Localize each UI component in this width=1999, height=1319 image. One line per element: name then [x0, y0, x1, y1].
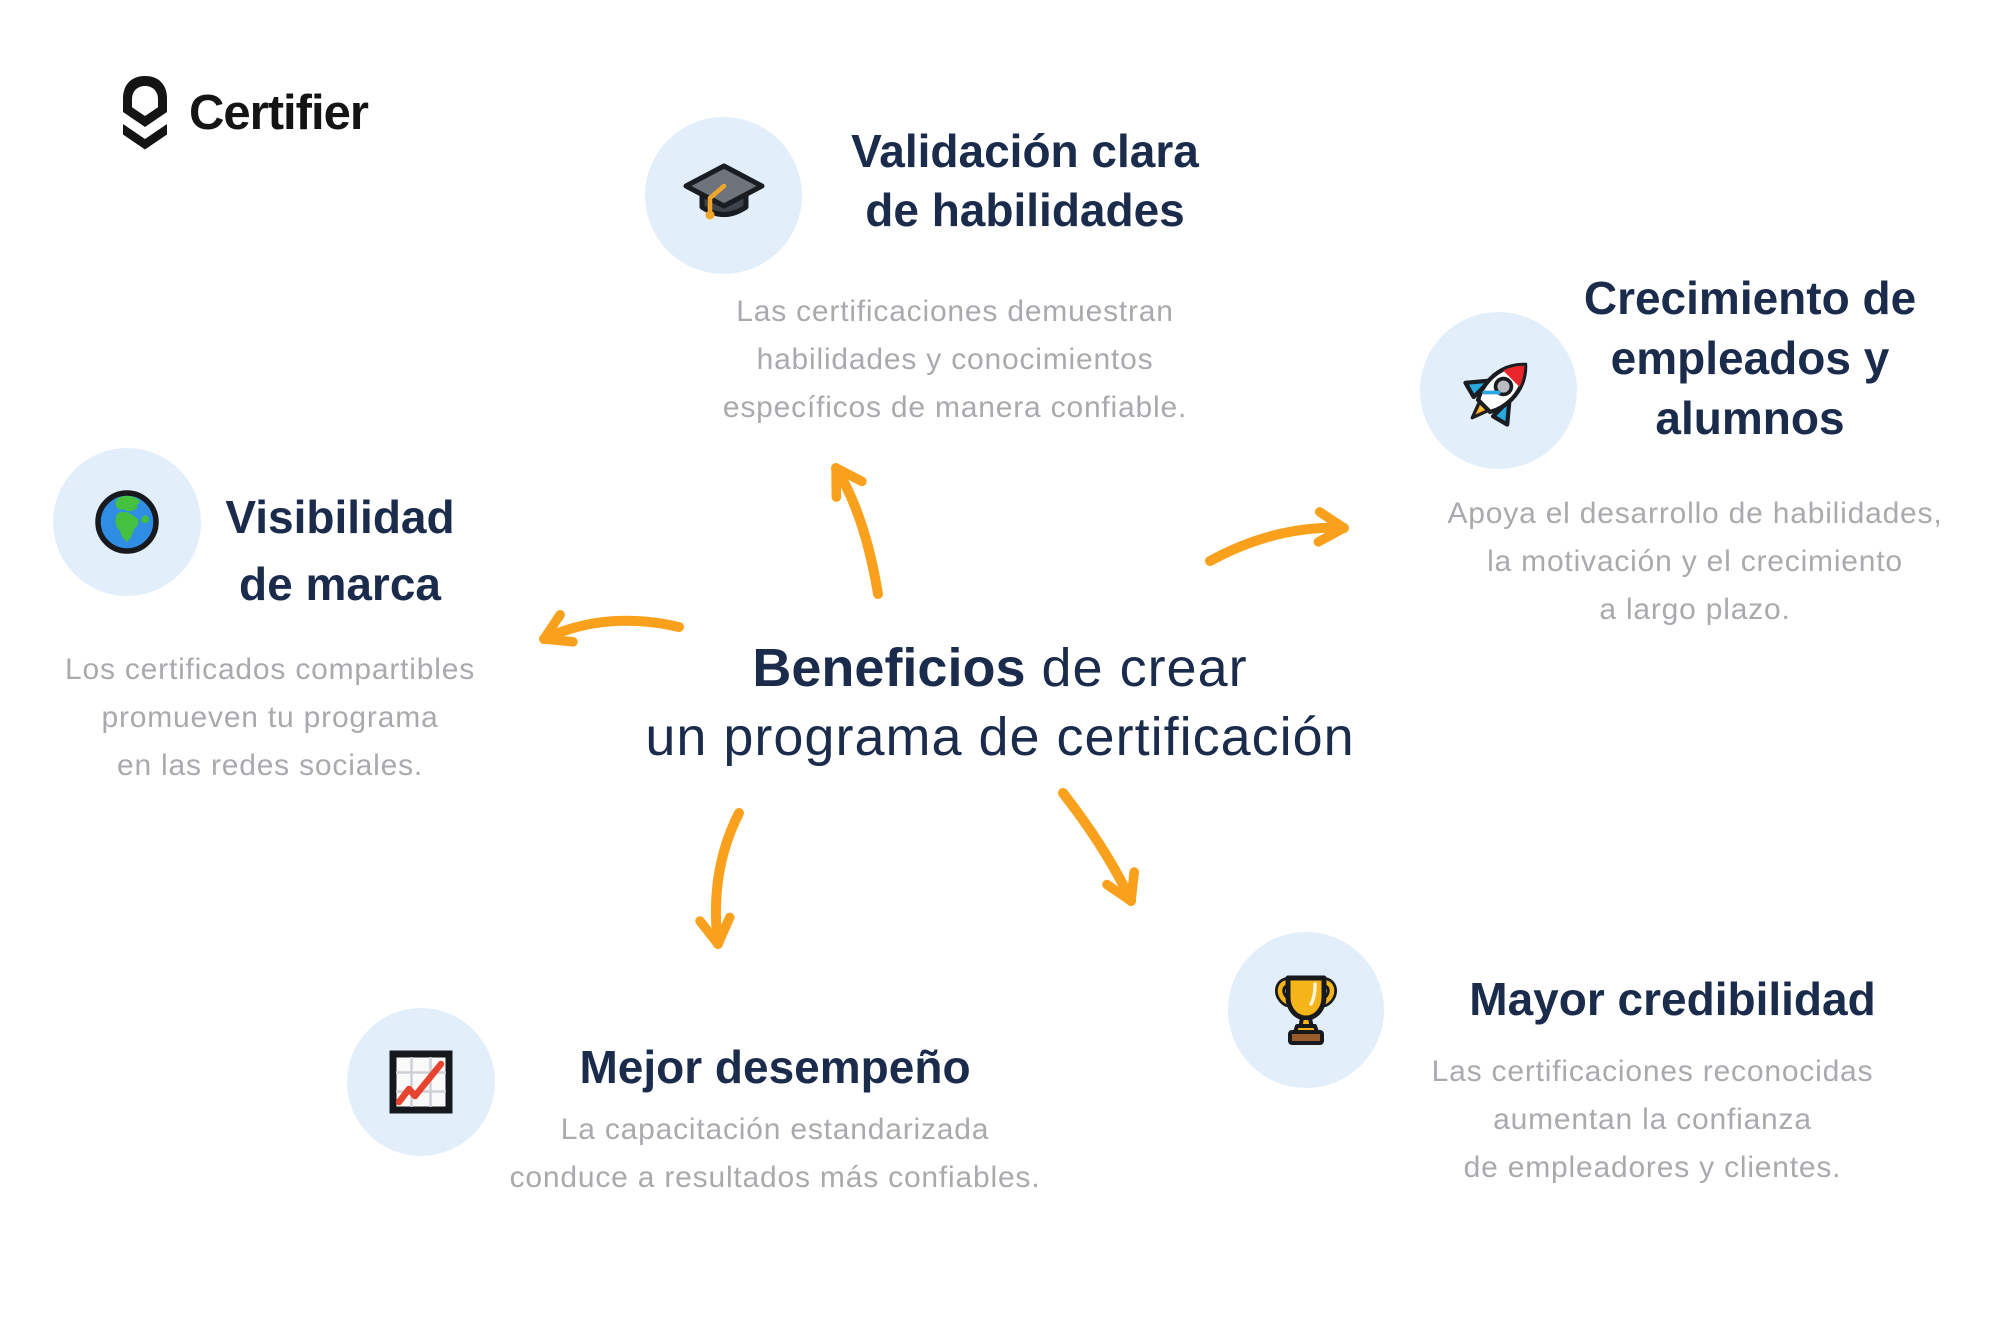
node-title-validacion: Validación clara de habilidades — [851, 125, 1199, 236]
node-desc-desempeno: La capacitación estandarizada conduce a … — [509, 1113, 1041, 1194]
icon-circle-desempeno — [347, 1008, 495, 1156]
certifier-logo: Certifier — [114, 74, 369, 152]
arrow-to-credibilidad — [1058, 788, 1139, 906]
node-desc-visibilidad: Los certificados compartibles promueven … — [64, 653, 476, 782]
central-title-line2: un programa de certificación — [645, 707, 1355, 767]
central-title-line1: Beneficios de crear — [752, 638, 1248, 698]
chart-increasing-icon — [389, 1050, 453, 1114]
node-title-visibilidad: Visibilidad de marca — [225, 491, 455, 610]
globe-icon — [95, 490, 159, 554]
trophy-icon — [1275, 975, 1337, 1045]
node-title-desempeno: Mejor desempeño — [579, 1041, 971, 1093]
icon-circle-crecimiento — [1420, 312, 1577, 469]
icon-circle-validacion — [645, 117, 802, 274]
arrow-to-validacion — [831, 463, 883, 599]
arrow-to-crecimiento — [1205, 507, 1349, 566]
certifier-logo-icon — [123, 76, 167, 150]
rocket-icon — [1462, 362, 1527, 427]
icon-circle-visibilidad — [53, 448, 201, 596]
node-desc-validacion: Las certificaciones demuestran habilidad… — [722, 295, 1188, 424]
icon-circle-credibilidad — [1228, 932, 1384, 1088]
brand-name: Certifier — [189, 86, 369, 140]
node-desc-credibilidad: Las certificaciones reconocidas aumentan… — [1431, 1055, 1874, 1184]
node-title-crecimiento: Crecimiento de empleados y alumnos — [1583, 272, 1917, 444]
node-desc-crecimiento: Apoya el desarrollo de habilidades, la m… — [1447, 497, 1943, 626]
arrow-to-desempeno — [695, 808, 744, 949]
central-title: Beneficios de crear un programa de certi… — [480, 634, 1520, 772]
graduation-cap-icon — [683, 163, 764, 219]
node-title-credibilidad: Mayor credibilidad — [1469, 973, 1876, 1025]
